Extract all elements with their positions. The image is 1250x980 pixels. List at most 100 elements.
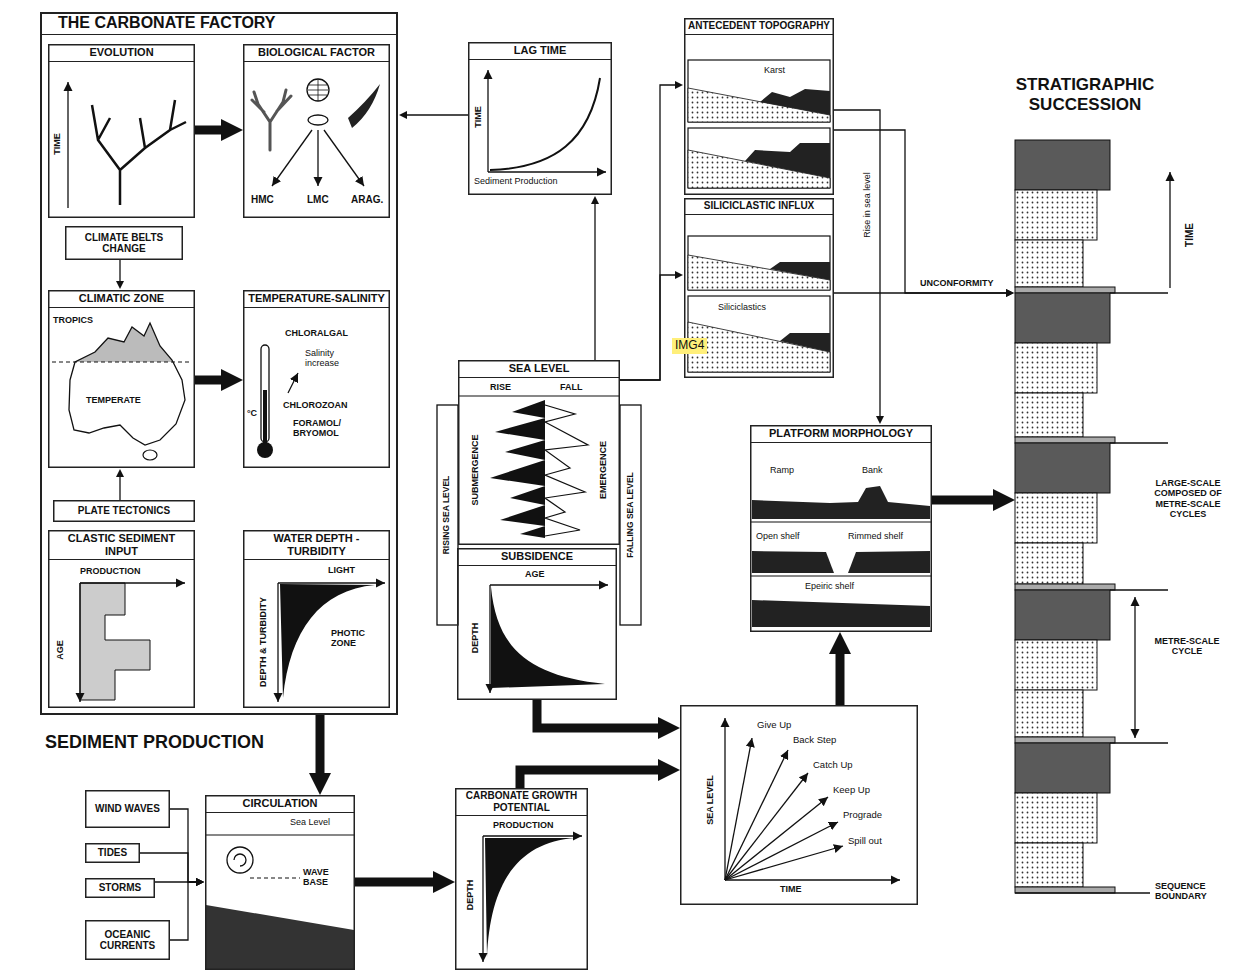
subsidence-graph: [491, 587, 605, 688]
connector-label: UNCONFORMITY: [918, 278, 996, 288]
box-label: Back Step: [793, 735, 836, 746]
flow-arrow: [170, 809, 196, 882]
box-label: Open shelf: [756, 531, 800, 541]
box-label: PHOTIC ZONE: [331, 628, 383, 649]
annotation-label: RISING SEA LEVEL: [442, 476, 452, 555]
evolution-tree: [68, 82, 186, 208]
box-label: AGE: [55, 640, 65, 660]
box-heading: CLIMATIC ZONE: [48, 290, 195, 308]
box-label: TIME: [780, 884, 802, 894]
accommodation-graph: [725, 773, 808, 880]
bold-arrow: [316, 715, 325, 773]
accommodation-graph: [725, 718, 900, 880]
factor-box: LAG TIME TIME Sediment Production: [468, 42, 612, 195]
platform-profile: [750, 521, 932, 522]
clastic-input-graph: [79, 583, 80, 702]
siliciclastic-profile: [770, 262, 830, 280]
fossil-illustration: [252, 79, 380, 186]
box-label: Sediment Production: [474, 176, 558, 186]
accommodation-graph: [724, 718, 725, 880]
siliciclastic-profile: [688, 322, 830, 372]
box-heading: PLATFORM MORPHOLOGY: [750, 425, 932, 443]
bold-arrow: [932, 496, 993, 505]
australia-map: [52, 362, 190, 363]
sea-level-curve: [437, 396, 641, 625]
siliciclastic-profile: [780, 333, 830, 352]
box-label: TEMPERATE: [86, 395, 141, 405]
box-label: DEPTH: [470, 623, 480, 654]
box-label: FORAMOL/ BRYOMOL: [293, 418, 365, 439]
strata-column: [1015, 743, 1110, 793]
control-box: WIND WAVES: [85, 790, 170, 828]
lag-time-graph: [488, 70, 606, 172]
strata-column: [1015, 140, 1110, 190]
box-label: LIGHT: [328, 565, 355, 575]
annotation-label: SEQUENCE BOUNDARY: [1155, 881, 1240, 902]
fossil-illustration: [324, 130, 364, 186]
accommodation-graph: [725, 822, 838, 880]
box-heading: CARBONATE GROWTH POTENTIAL: [455, 788, 588, 816]
box-heading: ANTECEDENT TOPOGRAPHY: [684, 18, 834, 35]
box-label: Karst: [764, 65, 785, 75]
flow-arrow: [620, 275, 675, 380]
subsidence-graph: [489, 585, 490, 693]
box-label: TIME: [473, 106, 483, 128]
photic-zone-graph: [278, 582, 385, 583]
strata-column: [1015, 892, 1150, 894]
factor-box: EVOLUTIONTIME: [48, 44, 195, 218]
strata-column: [1015, 293, 1110, 343]
fossil-illustration: [317, 130, 318, 186]
circulation-sketch: [206, 835, 354, 969]
fossil-illustration: [308, 115, 328, 125]
box-label: Give Up: [757, 720, 791, 731]
box-label: CHLOROZOAN: [283, 400, 348, 410]
fossil-illustration: [307, 79, 329, 101]
growth-potential-graph: [483, 835, 582, 836]
strata-column: [1015, 737, 1115, 743]
australia-map: [69, 323, 185, 362]
australia-map: [52, 323, 190, 460]
connector-label: Rise in sea level: [862, 170, 872, 240]
box-label: AGE: [525, 569, 545, 579]
clastic-input-graph: [80, 583, 150, 700]
box-heading: LAG TIME: [468, 42, 612, 60]
box-label: EMERGENCE: [598, 441, 608, 499]
sea-level-curve: [437, 405, 458, 625]
bold-arrow: [537, 700, 658, 728]
strata-column: [1015, 690, 1083, 737]
sea-level-curve: [490, 400, 545, 538]
circulation-sketch: [206, 905, 354, 969]
flow-arrow: [620, 85, 675, 380]
australia-map: [69, 323, 185, 445]
growth-potential-graph: [482, 836, 483, 962]
fossil-illustration: [252, 90, 291, 150]
photic-zone-graph: [278, 583, 385, 702]
accommodation-graph: [725, 797, 828, 880]
box-heading: BIOLOGICAL FACTOR: [243, 44, 390, 62]
annotation-label: IMG4: [672, 338, 707, 354]
box-label: Rimmed shelf: [848, 531, 903, 541]
australia-map: [69, 323, 185, 445]
strata-column: [1169, 172, 1170, 288]
growth-potential-graph: [485, 838, 575, 958]
factor-box: TEMPERATURE-SALINITYCHLORALGALSalinity i…: [243, 290, 390, 468]
annotation-label: TIME: [1184, 223, 1196, 247]
box-label: Sea Level: [290, 817, 330, 827]
flow-arrow: [119, 260, 120, 281]
strata-column: [1015, 887, 1115, 893]
annotation-label: LARGE-SCALE COMPOSED OF METRE-SCALE CYCL…: [1138, 478, 1238, 519]
box-label: PRODUCTION: [493, 820, 554, 830]
topography-profile: [745, 143, 830, 178]
flow-arrow: [170, 882, 196, 940]
accommodation-graph: [725, 750, 788, 880]
strata-column: [1015, 590, 1110, 640]
bold-arrow: [355, 878, 433, 887]
strata-column: [1015, 640, 1097, 690]
strata-column: [1015, 240, 1083, 287]
fossil-illustration: [308, 79, 328, 101]
box-label: Prograde: [843, 810, 882, 821]
flow-arrow: [834, 292, 1006, 293]
platform-profile: [752, 551, 834, 573]
platform-profile: [848, 551, 930, 573]
platform-profile: [750, 486, 932, 627]
